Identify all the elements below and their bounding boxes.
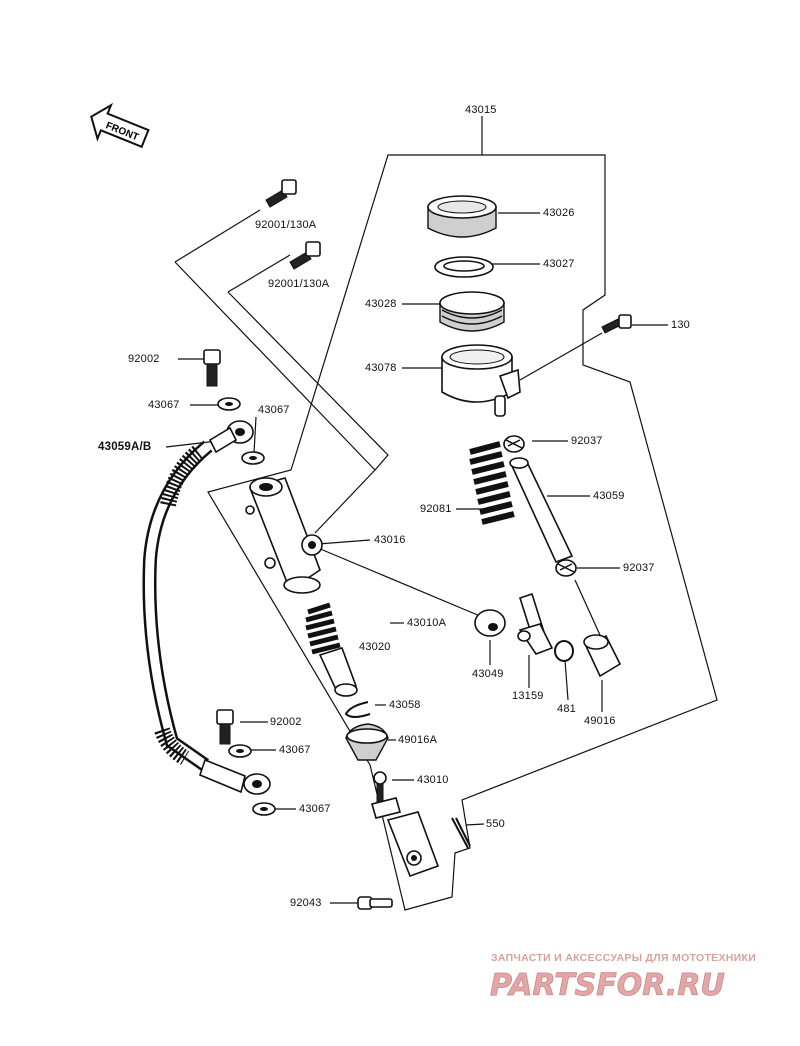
seal-43049	[474, 609, 506, 637]
clamp-92037-top	[503, 435, 525, 453]
label-49016: 49016	[584, 715, 616, 727]
cap-49016	[583, 634, 622, 678]
label-43067-1: 43067	[148, 399, 180, 411]
banjo-bolt-92002-top	[203, 349, 221, 387]
label-43049: 43049	[472, 668, 504, 680]
washer-43067-4	[252, 802, 276, 816]
label-43015: 43015	[465, 104, 497, 116]
label-43067-4: 43067	[299, 803, 331, 815]
clamp-92037-bottom	[555, 559, 577, 577]
label-92001-130a-top: 92001/130A	[255, 219, 317, 231]
bolt-92001-bottom	[289, 241, 321, 270]
cotter-pin-550	[451, 817, 471, 849]
label-49016a: 49016A	[398, 734, 438, 746]
clevis-pin-92043	[357, 896, 393, 910]
hose-joint-13159	[517, 592, 554, 655]
bolt-92001-top	[265, 179, 297, 208]
label-550: 550	[486, 818, 505, 830]
piston-spring-43020	[305, 602, 358, 697]
spring-92081	[469, 441, 515, 525]
reservoir-cap-43026	[427, 195, 497, 238]
label-481: 481	[557, 703, 576, 715]
label-43078: 43078	[365, 362, 397, 374]
washer-43067-3	[228, 744, 252, 758]
label-92043: 92043	[290, 897, 322, 909]
circlip-43058	[344, 701, 371, 718]
reservoir-hose-43059	[509, 457, 574, 564]
washer-43067-2	[241, 451, 265, 465]
screw-130	[601, 314, 632, 334]
assembly-outline-43015	[207, 154, 718, 911]
diaphragm-plate-43027	[434, 256, 494, 278]
reservoir-43078	[441, 344, 521, 417]
brake-hose-43059ab	[142, 420, 271, 795]
washer-43067-1	[217, 397, 241, 411]
label-43067-3: 43067	[279, 744, 311, 756]
label-43058: 43058	[389, 699, 421, 711]
master-cylinder-43016	[245, 477, 323, 594]
label-43028: 43028	[365, 298, 397, 310]
label-43016: 43016	[374, 534, 406, 546]
label-92081: 92081	[420, 503, 452, 515]
banjo-bolt-92002-bottom	[216, 709, 234, 745]
leader-lines	[165, 212, 668, 904]
label-43010: 43010	[417, 774, 449, 786]
front-arrow-icon: FRONT	[90, 102, 150, 149]
label-43059: 43059	[593, 490, 625, 502]
label-92002-top: 92002	[128, 353, 160, 365]
diaphragm-43028	[439, 291, 505, 332]
label-92037-bottom: 92037	[623, 562, 655, 574]
o-ring-481	[554, 640, 574, 662]
label-43059ab: 43059A/B	[98, 441, 152, 453]
watermark-caption: ЗАПЧАСТИ И АКСЕССУАРЫ ДЛЯ МОТОТЕХНИКИ	[491, 952, 757, 964]
label-43026: 43026	[543, 207, 575, 219]
label-43067-2: 43067	[258, 404, 290, 416]
label-43020: 43020	[359, 641, 391, 653]
label-130: 130	[671, 319, 690, 331]
label-13159: 13159	[512, 690, 544, 702]
label-92037-top: 92037	[571, 435, 603, 447]
label-92002-bottom: 92002	[270, 716, 302, 728]
watermark-logo-text: PARTSFOR.RU	[490, 968, 725, 1003]
boot-49016a	[345, 723, 389, 761]
bolt-bracket-outline	[174, 209, 389, 534]
push-rod-43010	[371, 771, 440, 878]
watermark-logo: PARTSFOR.RU	[490, 968, 726, 1003]
label-92001-130a-bottom: 92001/130A	[268, 278, 330, 290]
label-43027: 43027	[543, 258, 575, 270]
label-43010a: 43010A	[407, 617, 447, 629]
